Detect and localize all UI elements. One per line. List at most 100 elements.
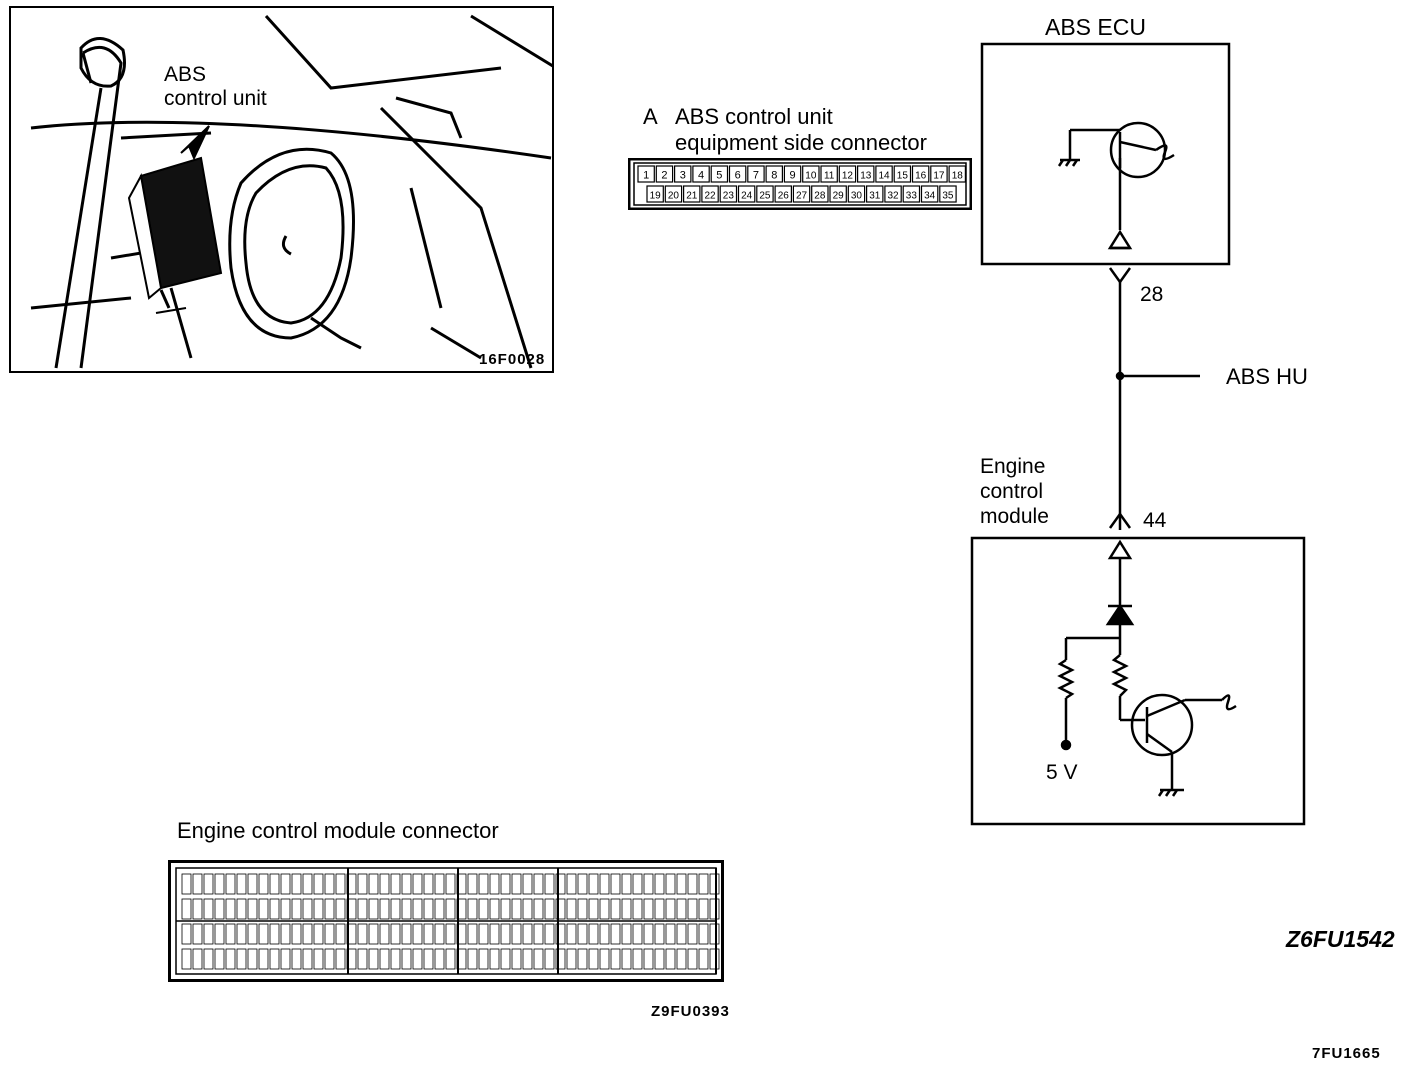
ecm-connector-pin (390, 948, 401, 970)
ecm-connector-pin (291, 923, 302, 945)
connector-a-pin-label: 5 (716, 170, 722, 182)
ecm-connector-pin (346, 898, 357, 920)
ecm-connector-pin (225, 898, 236, 920)
ecm-connector-pin (687, 923, 698, 945)
ecm-connector-pin (456, 898, 467, 920)
ecm-connector-pin (335, 948, 346, 970)
ecm-connector-pin (456, 873, 467, 895)
ecm-connector-pin (522, 923, 533, 945)
ecm-connector-pin (467, 923, 478, 945)
ecm-connector-pin (280, 948, 291, 970)
ecm-connector-pin (236, 873, 247, 895)
pin-44-label: 44 (1143, 509, 1167, 532)
ecm-connector-pin (709, 923, 720, 945)
ecm-connector-pin (511, 873, 522, 895)
ecm-connector-pin (566, 923, 577, 945)
ecm-connector-pin (192, 898, 203, 920)
ecm-connector-pin (258, 923, 269, 945)
ecm-connector-pin (335, 898, 346, 920)
ecm-connector-pin (302, 873, 313, 895)
ecm-connector-pin (291, 948, 302, 970)
ecm-connector-pin (324, 873, 335, 895)
ecm-connector-pin (313, 948, 324, 970)
ecm-connector-pin (599, 873, 610, 895)
connector-a-pin-label: 27 (796, 191, 808, 202)
ecm-connector-pin (709, 898, 720, 920)
ecm-connector-pin (203, 923, 214, 945)
connector-a-pin-label: 1 (643, 170, 649, 182)
ecm-connector-pin (390, 898, 401, 920)
ecm-connector-pin (610, 898, 621, 920)
ecm-connector-pin (632, 948, 643, 970)
ecm-connector-pin (236, 898, 247, 920)
connector-a-pin (673, 165, 692, 183)
ecm-connector-pin (478, 898, 489, 920)
ecm-connector-pin (357, 898, 368, 920)
ecm-connector-pin (324, 923, 335, 945)
ecm-connector-pin (522, 898, 533, 920)
ecm-connector-pin (401, 898, 412, 920)
ecm-connector-pin (709, 948, 720, 970)
ecm-connector-pin (478, 873, 489, 895)
ecm-connector-pin (676, 948, 687, 970)
ecm-connector-pin (445, 923, 456, 945)
ecm-connector-pin (203, 898, 214, 920)
ecm-connector-pin (368, 948, 379, 970)
page-code: 7FU1665 (1312, 1045, 1381, 1062)
ecm-connector-pin (643, 923, 654, 945)
ecm-connector-pin (511, 948, 522, 970)
ecm-connector-pin (632, 873, 643, 895)
ecm-connector-pin (258, 873, 269, 895)
ecm-connector-pin (258, 948, 269, 970)
ecm-connector-pin (269, 948, 280, 970)
ecm-connector-pin (610, 873, 621, 895)
ecm-connector-pin (269, 923, 280, 945)
ecm-connector-pin (357, 948, 368, 970)
ecm-connector-pin (555, 898, 566, 920)
connector-a-pin (948, 165, 967, 183)
connector-a-pin-label: 9 (789, 170, 795, 182)
connector-a-pin-label: 35 (942, 191, 954, 202)
ecm-connector-pin (500, 948, 511, 970)
ecm-connector-pin (698, 923, 709, 945)
abs-callout-line1: ABS (164, 63, 207, 86)
connector-a-letter: A (643, 104, 658, 129)
connector-a-pin (765, 165, 784, 183)
connector-a-pin-label: 19 (650, 191, 662, 202)
ecm-connector-pin (566, 873, 577, 895)
connector-a-title-line1: ABS control unit (675, 104, 833, 129)
abs-hu-label: ABS HU (1226, 364, 1308, 389)
ecm-connector-pin (566, 898, 577, 920)
ecm-connector-pin (544, 948, 555, 970)
connector-a-pin-label: 31 (869, 191, 881, 202)
connector-a-pin (756, 185, 774, 203)
ecm-connector-pin (654, 948, 665, 970)
connector-a-pin (884, 185, 902, 203)
ecm-connector-pin (610, 948, 621, 970)
connector-a-pin (701, 185, 719, 203)
connector-a-pin (737, 185, 756, 203)
ecm-connector-pin (258, 898, 269, 920)
connector-a-pin-label: 20 (668, 191, 680, 202)
ecm-connector-pin (654, 923, 665, 945)
connector-a-pin (838, 165, 857, 183)
ecm-connector-pin (313, 898, 324, 920)
ecm-connector-pin (368, 923, 379, 945)
ecm-connector-pin (302, 898, 313, 920)
ecm-connector-pin (500, 898, 511, 920)
connector-a-pin (710, 165, 729, 183)
connector-a-pin-label: 32 (887, 191, 899, 202)
ecm-connector-pin (577, 948, 588, 970)
abs-ecm-schematic (970, 42, 1306, 826)
ecm-connector-pin (588, 923, 599, 945)
ecm-connector-pin (632, 923, 643, 945)
ecm-connector-pin (203, 873, 214, 895)
connector-a-pin-label: 21 (686, 191, 698, 202)
connector-a-pin-label: 10 (805, 171, 817, 182)
ecm-connector-pin (665, 923, 676, 945)
connector-a-pin (728, 165, 747, 183)
ecm-connector-pin (577, 873, 588, 895)
ecm-connector-pin (489, 873, 500, 895)
ecm-connector-pin (489, 948, 500, 970)
